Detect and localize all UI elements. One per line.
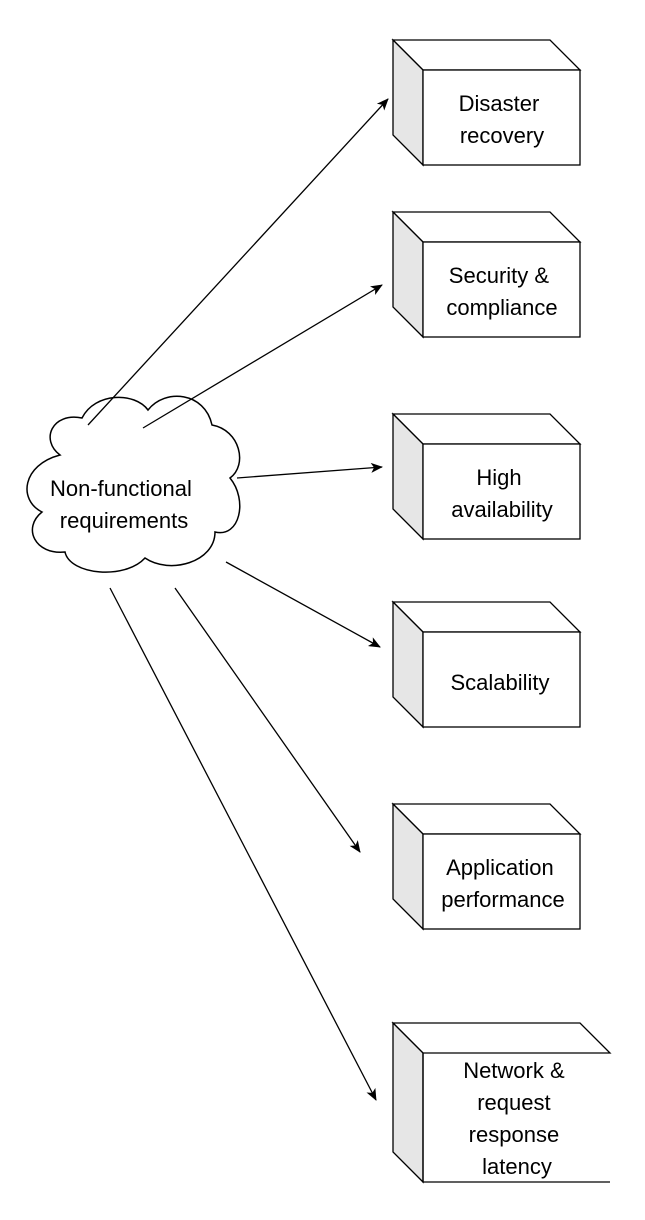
box-label-line: Application [446, 855, 554, 880]
source-label: Non-functional requirements [50, 476, 198, 533]
box-label-line: Disaster [459, 91, 540, 116]
edge-network-latency [109, 587, 377, 1101]
box-network-latency: Network & request response latency [391, 1021, 612, 1184]
source-label-line: requirements [60, 508, 188, 533]
box-top [391, 211, 582, 243]
box-scalability: Scalability [391, 600, 582, 729]
box-label-line: performance [441, 887, 565, 912]
box-label-line: request [477, 1090, 550, 1115]
box-label: Security & compliance [446, 263, 557, 320]
box-label: Disaster recovery [459, 91, 546, 148]
edge-application-performance [174, 587, 361, 853]
box-label-line: compliance [446, 295, 557, 320]
box-top [391, 803, 582, 835]
edge-disaster-recovery [87, 98, 389, 426]
box-label: Scalability [450, 670, 549, 695]
edge-scalability [225, 561, 381, 648]
edge-high-availability [236, 462, 383, 479]
box-high-availability: High availability [391, 412, 582, 541]
box-label: Network & request response latency [463, 1058, 571, 1179]
cloud-shape [26, 395, 241, 573]
source-label-line: Non-functional [50, 476, 192, 501]
box-face [422, 69, 581, 166]
box-label-line: Scalability [450, 670, 549, 695]
box-security-compliance: Security & compliance [391, 210, 582, 339]
box-label-line: latency [482, 1154, 552, 1179]
box-top [391, 1022, 612, 1054]
edges [87, 98, 389, 1101]
box-top [391, 39, 582, 71]
box-face [422, 833, 581, 930]
box-label-line: availability [451, 497, 553, 522]
box-label-line: Network & [463, 1058, 565, 1083]
box-face [422, 1053, 610, 1183]
source-cloud: Non-functional requirements [26, 395, 241, 573]
box-label-line: High [476, 465, 521, 490]
box-label-line: response [469, 1122, 560, 1147]
box-face [422, 631, 581, 728]
box-disaster-recovery: Disaster recovery [391, 38, 582, 167]
box-label: Application performance [441, 855, 565, 912]
box-label-line: Security & [449, 263, 550, 288]
box-application-performance: Application performance [391, 802, 582, 931]
edge-security-compliance [142, 284, 383, 429]
box-face [422, 443, 581, 540]
box-top [391, 601, 582, 633]
box-face [422, 241, 581, 338]
box-top [391, 413, 582, 445]
box-label-line: recovery [460, 123, 544, 148]
box-label: High availability [451, 465, 553, 522]
